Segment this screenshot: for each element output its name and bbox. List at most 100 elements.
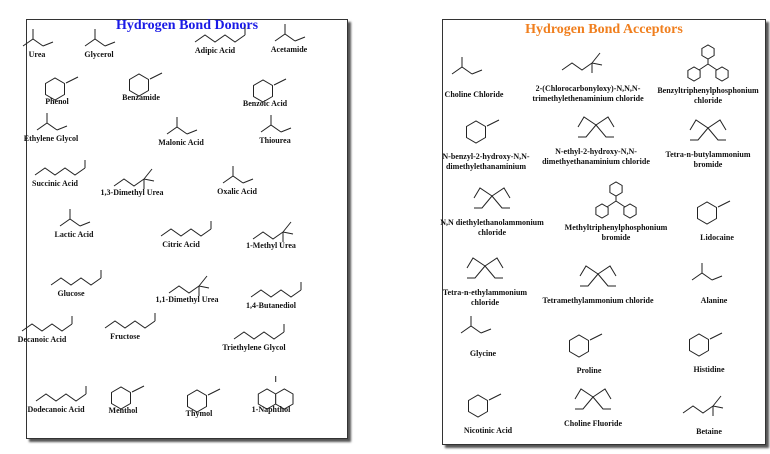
triethylene-glycol-label: Triethylene Glycol <box>222 343 285 353</box>
label-line: Triethylene Glycol <box>222 343 286 352</box>
decanoic-acid-label: Decanoic Acid <box>18 335 67 345</box>
dodecanoic-acid-label: Dodecanoic Acid <box>27 405 84 415</box>
phenol-label: Phenol <box>45 97 69 107</box>
adipic-acid-structure <box>194 27 246 43</box>
glucose-label: Glucose <box>57 289 84 299</box>
label-line: Dodecanoic Acid <box>27 405 85 414</box>
label-line: Choline Chloride <box>444 90 504 99</box>
1-1-dimethyl-urea-structure <box>168 275 210 296</box>
urea-label: Urea <box>29 50 46 60</box>
label-line: Glucose <box>57 289 85 298</box>
ethylene-glycol-structure <box>36 113 68 131</box>
n-benzyl-2-hydroxy-n-n-dimethylethanamin-label: N-benzyl-2-hydroxy-N,N-dimethylethanamin… <box>442 152 529 172</box>
label-line: Oxalic Acid <box>217 187 257 196</box>
label-line: Tetra-n-ethylammonium <box>442 288 528 297</box>
1-methyl-urea-label: 1-Methyl Urea <box>246 241 296 251</box>
label-line: Betaine <box>696 427 722 436</box>
benzoic-acid-structure <box>253 78 287 103</box>
label-line: 1,3-Dimethyl Urea <box>100 188 164 197</box>
1-naphthol-structure <box>257 376 294 410</box>
n-n-diethylethanolammonium-chloride-structure <box>473 187 511 209</box>
1-methyl-urea-structure <box>252 221 294 242</box>
thymol-structure <box>187 388 221 413</box>
phenol-structure <box>45 76 79 101</box>
2-chlorocarbonyloxy-n-n-n-trimethylethen-label: 2-(Chlorocarbonyloxy)-N,N,N-trimethyleth… <box>532 84 643 104</box>
label-line: Thiourea <box>259 136 291 145</box>
thiourea-label: Thiourea <box>259 136 290 146</box>
choline-chloride-structure <box>451 57 483 75</box>
label-line: Adipic Acid <box>194 46 236 55</box>
label-line: dimethyethanaminium chloride <box>542 157 650 166</box>
malonic-acid-label: Malonic Acid <box>158 138 204 148</box>
lidocaine-label: Lidocaine <box>700 233 734 243</box>
label-line: Choline Fluoride <box>563 419 623 428</box>
decanoic-acid-structure <box>21 316 73 332</box>
ethylene-glycol-label: Ethylene Glycol <box>24 134 78 144</box>
citric-acid-label: Citric Acid <box>162 240 200 250</box>
1-naphthol-label: 1-Naphthol <box>252 405 291 415</box>
label-line: Lactic Acid <box>54 230 94 239</box>
betaine-label: Betaine <box>696 427 722 437</box>
methyltriphenylphosphonium-bromide-structure <box>595 181 637 219</box>
fructose-label: Fructose <box>110 332 140 342</box>
acceptors-panel: Hydrogen Bond Acceptors Choline Chloride… <box>440 19 766 445</box>
label-line: Proline <box>576 366 602 375</box>
label-line: 1-Naphthol <box>251 405 291 414</box>
label-line: Urea <box>28 50 46 59</box>
lactic-acid-label: Lactic Acid <box>55 230 94 240</box>
label-line: Fructose <box>110 332 140 341</box>
label-line: Histidine <box>693 365 725 374</box>
label-line: Tetramethylammonium chloride <box>542 296 654 305</box>
menthol-structure <box>111 385 145 410</box>
label-line: bromide <box>693 160 723 169</box>
thymol-label: Thymol <box>186 409 213 419</box>
tetra-n-ethylammonium-chloride-structure <box>466 257 504 279</box>
label-line: Acetamide <box>270 45 308 54</box>
label-line: Benzamide <box>122 93 160 102</box>
fructose-structure <box>104 313 156 329</box>
label-line: Methyltriphenylphosphonium <box>564 223 668 232</box>
tetramethylammonium-chloride-structure <box>579 265 617 287</box>
oxalic-acid-structure <box>222 166 254 184</box>
acetamide-label: Acetamide <box>271 45 307 55</box>
menthol-label: Menthol <box>109 406 138 416</box>
n-benzyl-2-hydroxy-n-n-dimethylethanamin-structure <box>466 119 500 144</box>
label-line: chloride <box>471 298 499 307</box>
glucose-structure <box>50 270 102 286</box>
nicotinic-acid-label: Nicotinic Acid <box>464 426 512 436</box>
citric-acid-structure <box>160 221 212 237</box>
label-line: Glycine <box>469 349 497 358</box>
label-line: Thymol <box>185 409 213 418</box>
choline-fluoride-label: Choline Fluoride <box>564 419 622 429</box>
label-line: Decanoic Acid <box>17 335 67 344</box>
benzoic-acid-label: Benzoic Acid <box>243 99 287 109</box>
label-line: Alanine <box>700 296 728 305</box>
benzamide-label: Benzamide <box>122 93 160 103</box>
1-4-butanediol-label: 1,4-Butanediol <box>246 301 296 311</box>
n-ethyl-2-hydroxy-n-n-dimethyethanaminiu-structure <box>577 116 615 138</box>
1-1-dimethyl-urea-label: 1,1-Dimethyl Urea <box>156 295 219 305</box>
label-line: Menthol <box>108 406 138 415</box>
label-line: Benzoic Acid <box>242 99 288 108</box>
label-line: chloride <box>478 228 506 237</box>
nicotinic-acid-structure <box>468 393 502 418</box>
n-ethyl-2-hydroxy-n-n-dimethyethanaminiu-label: N-ethyl-2-hydroxy-N,N-dimethyethanaminiu… <box>542 147 650 167</box>
adipic-acid-label: Adipic Acid <box>195 46 235 56</box>
label-line: Glycerol <box>84 50 114 59</box>
1-3-dimethyl-urea-structure <box>113 168 155 189</box>
glycine-label: Glycine <box>470 349 496 359</box>
2-chlorocarbonyloxy-n-n-n-trimethylethen-structure <box>561 52 603 73</box>
alanine-structure <box>691 263 723 281</box>
label-line: Lidocaine <box>700 233 734 242</box>
label-line: dimethylethanaminium <box>445 162 526 171</box>
urea-structure <box>22 29 54 47</box>
alanine-label: Alanine <box>701 296 728 306</box>
betaine-structure <box>682 395 724 416</box>
dodecanoic-acid-structure <box>35 386 87 402</box>
1-4-butanediol-structure <box>250 282 302 298</box>
choline-chloride-label: Choline Chloride <box>445 90 504 100</box>
tetramethylammonium-chloride-label: Tetramethylammonium chloride <box>542 296 653 306</box>
